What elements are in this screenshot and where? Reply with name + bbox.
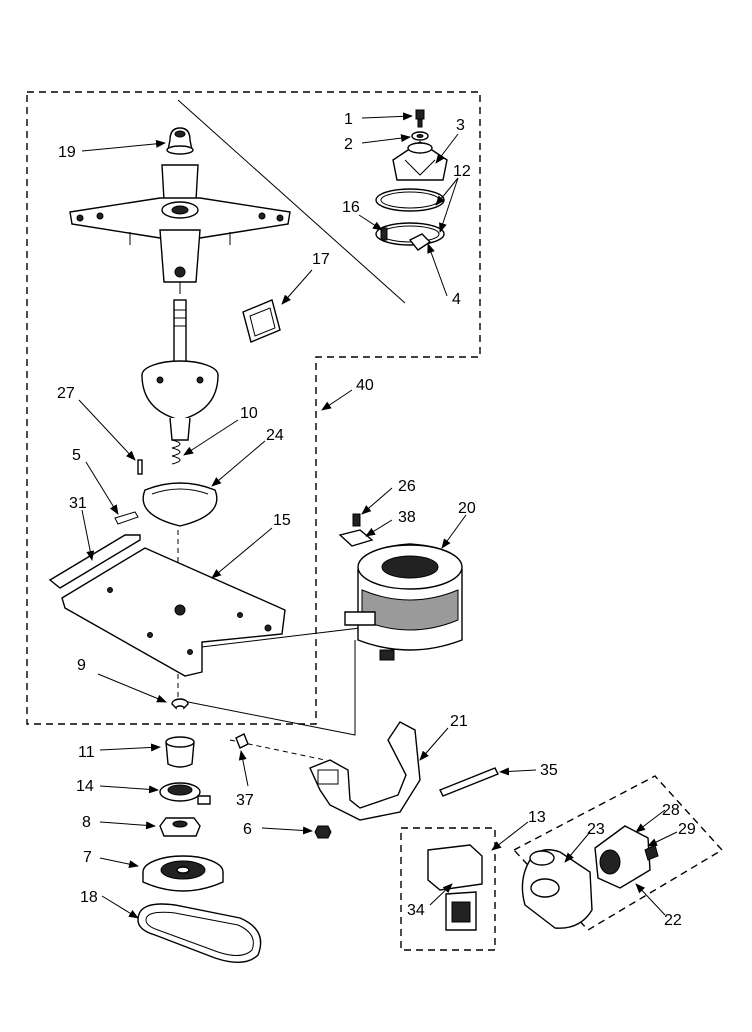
callout-40: 40 (356, 377, 374, 394)
part-6-nut (314, 825, 332, 839)
callout-26: 26 (398, 478, 416, 495)
callout-7: 7 (83, 849, 92, 866)
callout-21: 21 (450, 713, 468, 730)
drive-hub-spider (69, 164, 291, 294)
callout-13: 13 (528, 809, 546, 826)
callout-8: 8 (82, 814, 91, 831)
part-38-bracket (338, 529, 374, 547)
part-4-clip (408, 233, 432, 251)
callout-2: 2 (344, 136, 353, 153)
kit-34-dashed-boundary (400, 827, 496, 951)
part-26-screw (352, 513, 361, 527)
callout-6: 6 (243, 821, 252, 838)
part-20-motor (344, 543, 463, 661)
part-5-spring (114, 511, 139, 525)
part-27-pin (137, 459, 143, 475)
callout-5: 5 (72, 447, 81, 464)
part-16-screw (380, 227, 388, 241)
callout-15: 15 (273, 512, 291, 529)
callout-24: 24 (266, 427, 284, 444)
part-3-hub (392, 141, 448, 181)
part-35-strap (439, 767, 499, 797)
part-18-belt (137, 903, 262, 963)
callout-1: 1 (344, 111, 353, 128)
leader-lines (78, 112, 678, 919)
callout-4: 4 (452, 291, 461, 308)
callout-27: 27 (57, 385, 75, 402)
part-34-switch (427, 844, 483, 931)
part-10-spring (171, 439, 181, 465)
part-19-cap (166, 127, 194, 155)
part-24-brake-band (142, 482, 218, 527)
callout-35: 35 (540, 762, 558, 779)
transmission-assembly (141, 299, 219, 441)
callout-10: 10 (240, 405, 258, 422)
callout-37: 37 (236, 792, 254, 809)
callout-20: 20 (458, 500, 476, 517)
part-11-bushing (165, 736, 195, 768)
callout-11: 11 (78, 744, 95, 761)
callout-31: 31 (69, 495, 87, 512)
callout-29: 29 (678, 821, 696, 838)
callout-14: 14 (76, 778, 94, 795)
callout-labels: 1 2 3 12 16 4 19 17 40 27 10 24 5 31 15 … (57, 111, 696, 929)
main-assembly-dashed-boundary (26, 91, 481, 725)
callout-28: 28 (662, 802, 680, 819)
part-28-motor (594, 825, 651, 889)
part-17-gasket (242, 299, 281, 343)
part-7-pulley (142, 855, 224, 892)
part-15-mounting-plate (61, 547, 286, 677)
alignment-lines (177, 99, 406, 761)
part-37-clip (235, 733, 249, 749)
part-23-pump-housing (521, 849, 593, 929)
part-9-clip (171, 698, 189, 710)
callout-16: 16 (342, 199, 360, 216)
callout-3: 3 (456, 117, 465, 134)
callout-22: 22 (664, 912, 682, 929)
callout-18: 18 (80, 889, 98, 906)
part-14-bearing (159, 782, 211, 805)
callout-38: 38 (398, 509, 416, 526)
callout-17: 17 (312, 251, 330, 268)
callout-23: 23 (587, 821, 605, 838)
callout-34: 34 (407, 902, 425, 919)
part-31-rod (48, 534, 141, 589)
callout-19: 19 (58, 144, 76, 161)
part-1-bolt (415, 109, 425, 128)
part-29-connector (644, 844, 659, 861)
part-2-washer (411, 131, 429, 141)
part-21-bracket (309, 721, 421, 821)
part-8-gear (159, 817, 201, 837)
callout-9: 9 (77, 657, 86, 674)
callout-12: 12 (453, 163, 471, 180)
